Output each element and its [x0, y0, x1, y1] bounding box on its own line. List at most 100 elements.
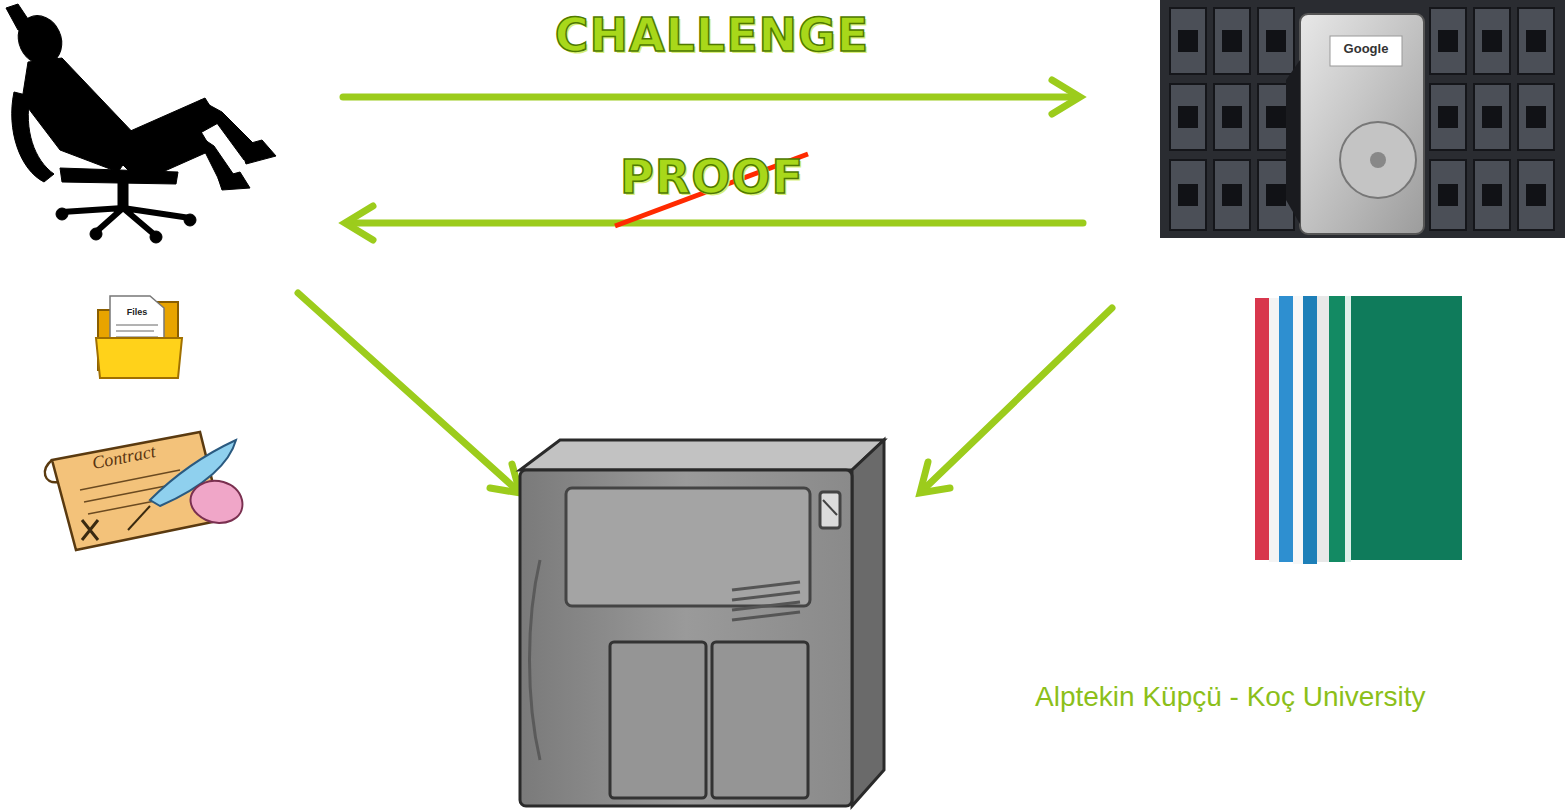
- storage-rack-part-part: [1170, 84, 1206, 150]
- contract-icon-part: [82, 520, 98, 540]
- message-label: CHALLENGE: [555, 10, 870, 61]
- message-label: PROOF: [620, 152, 804, 203]
- storage-rack-part-part: [1482, 30, 1502, 52]
- contract-icon-part: [45, 460, 58, 482]
- arbiter-server-part-part: [732, 582, 800, 590]
- storage-rack-part-part: [1438, 106, 1458, 128]
- storage-rack-part: [1340, 122, 1416, 198]
- author-credit: Alptekin Küpçü - Koç University: [1035, 682, 1426, 713]
- to-arbiter-arrow: [920, 308, 1112, 493]
- storage-rack-part-part: [1518, 84, 1554, 150]
- arbiter-server-part: [520, 440, 884, 470]
- storage-rack-part-part: [1474, 8, 1510, 74]
- storage-rack-part: [1370, 152, 1386, 168]
- storage-rack-part-part: [1526, 184, 1546, 206]
- files-folder-icon-part: [96, 338, 182, 378]
- storage-rack-part: [1330, 36, 1402, 66]
- arbiter-server-part: [823, 500, 837, 515]
- storage-rack-part-part: [1178, 184, 1198, 206]
- files-folder-icon-part-part: [116, 325, 158, 326]
- challenge-arrow: [343, 80, 1080, 114]
- storage-rack-part: [1300, 14, 1424, 234]
- storage-rack-part-part: [1266, 106, 1286, 128]
- to-arbiter-arrow: [298, 293, 520, 493]
- storage-rack-part-part: [1518, 8, 1554, 74]
- storage-rack-part-part: [1518, 160, 1554, 230]
- storage-rack-part-part: [1438, 184, 1458, 206]
- client-silhouette-part: [62, 208, 190, 236]
- client-silhouette-part: [90, 228, 102, 240]
- to-arbiter-arrow-part: [298, 293, 518, 491]
- storage-rack-part-part: [1438, 30, 1458, 52]
- files-folder-icon-part-part: [116, 331, 154, 332]
- storage-rack-part-part: [1214, 160, 1250, 230]
- client-silhouette-part: [184, 214, 196, 226]
- stored-documents-part: [1329, 296, 1345, 562]
- contract-icon: [45, 432, 243, 550]
- stored-documents-part: [1317, 296, 1329, 562]
- client-silhouette: [6, 4, 276, 243]
- storage-rack-part-part: [1526, 30, 1546, 52]
- storage-rack-part-part: [1430, 8, 1466, 74]
- arbiter-server-part: [712, 642, 808, 798]
- to-arbiter-arrow-part: [490, 464, 520, 493]
- stored-documents-part: [1293, 296, 1303, 564]
- to-arbiter-arrow-part: [920, 462, 950, 493]
- to-arbiter-arrow-part: [922, 308, 1112, 491]
- storage-rack-part-part: [1526, 106, 1546, 128]
- storage-rack-part-part: [1430, 84, 1466, 150]
- arbiter-server-part: [566, 488, 810, 606]
- stored-documents-part: [1351, 296, 1462, 560]
- stored-documents-part: [1345, 296, 1351, 562]
- storage-rack-part-part: [1482, 106, 1502, 128]
- arbiter-server-part-part: [732, 612, 800, 620]
- arbiter-server-part-part: [732, 592, 800, 600]
- stored-documents-part: [1255, 298, 1269, 560]
- contract-icon-part: [128, 506, 150, 530]
- storage-rack-part-part: [1266, 30, 1286, 52]
- storage-rack-part-part: [1222, 106, 1242, 128]
- storage-rack: [1160, 0, 1565, 238]
- drive-label: Google: [1344, 42, 1389, 56]
- arbiter-server-part: [520, 470, 852, 806]
- storage-rack-part-part: [1222, 184, 1242, 206]
- proof-arrow: [345, 206, 1083, 240]
- client-silhouette-part: [40, 62, 90, 126]
- storage-rack-part-part: [1266, 184, 1286, 206]
- arbiter-server-part: [820, 492, 840, 528]
- storage-rack-part-part: [1178, 30, 1198, 52]
- contract-icon-part: [191, 481, 243, 523]
- storage-rack-part-part: [1214, 8, 1250, 74]
- stored-documents: [1255, 296, 1462, 564]
- stored-documents-part: [1279, 296, 1293, 562]
- proof-arrow-part: [347, 220, 1083, 227]
- challenge-arrow-part: [1052, 80, 1080, 114]
- storage-rack-part-part: [1258, 8, 1294, 74]
- storage-rack-part-part: [1170, 8, 1206, 74]
- storage-rack-part-part: [1482, 184, 1502, 206]
- files-folder-icon: [96, 296, 182, 378]
- client-silhouette-part: [150, 231, 162, 243]
- icon-label: Files: [127, 308, 148, 318]
- storage-rack-part-part: [1214, 84, 1250, 150]
- client-silhouette-part: [56, 208, 68, 220]
- storage-rack-part-part: [1178, 106, 1198, 128]
- arbiter-server-part: [852, 440, 884, 806]
- arbiter-server-part: [530, 560, 541, 760]
- challenge-arrow-part: [343, 94, 1078, 101]
- storage-rack-part-part: [1474, 160, 1510, 230]
- stored-documents-part: [1269, 298, 1279, 562]
- arbiter-server: [520, 440, 884, 806]
- arbiter-server-part-part: [732, 602, 800, 610]
- client-silhouette-part: [240, 140, 276, 164]
- client-silhouette-part: [6, 4, 34, 30]
- arbiter-server-part: [610, 642, 706, 798]
- storage-rack-part: [1286, 60, 1300, 224]
- proof-arrow-part: [345, 206, 373, 240]
- client-silhouette-part: [12, 92, 54, 182]
- stored-documents-part: [1303, 296, 1317, 564]
- storage-rack-part-part: [1474, 84, 1510, 150]
- storage-rack-part: [1160, 0, 1565, 238]
- storage-rack-part-part: [1170, 160, 1206, 230]
- client-silhouette-part: [218, 172, 250, 190]
